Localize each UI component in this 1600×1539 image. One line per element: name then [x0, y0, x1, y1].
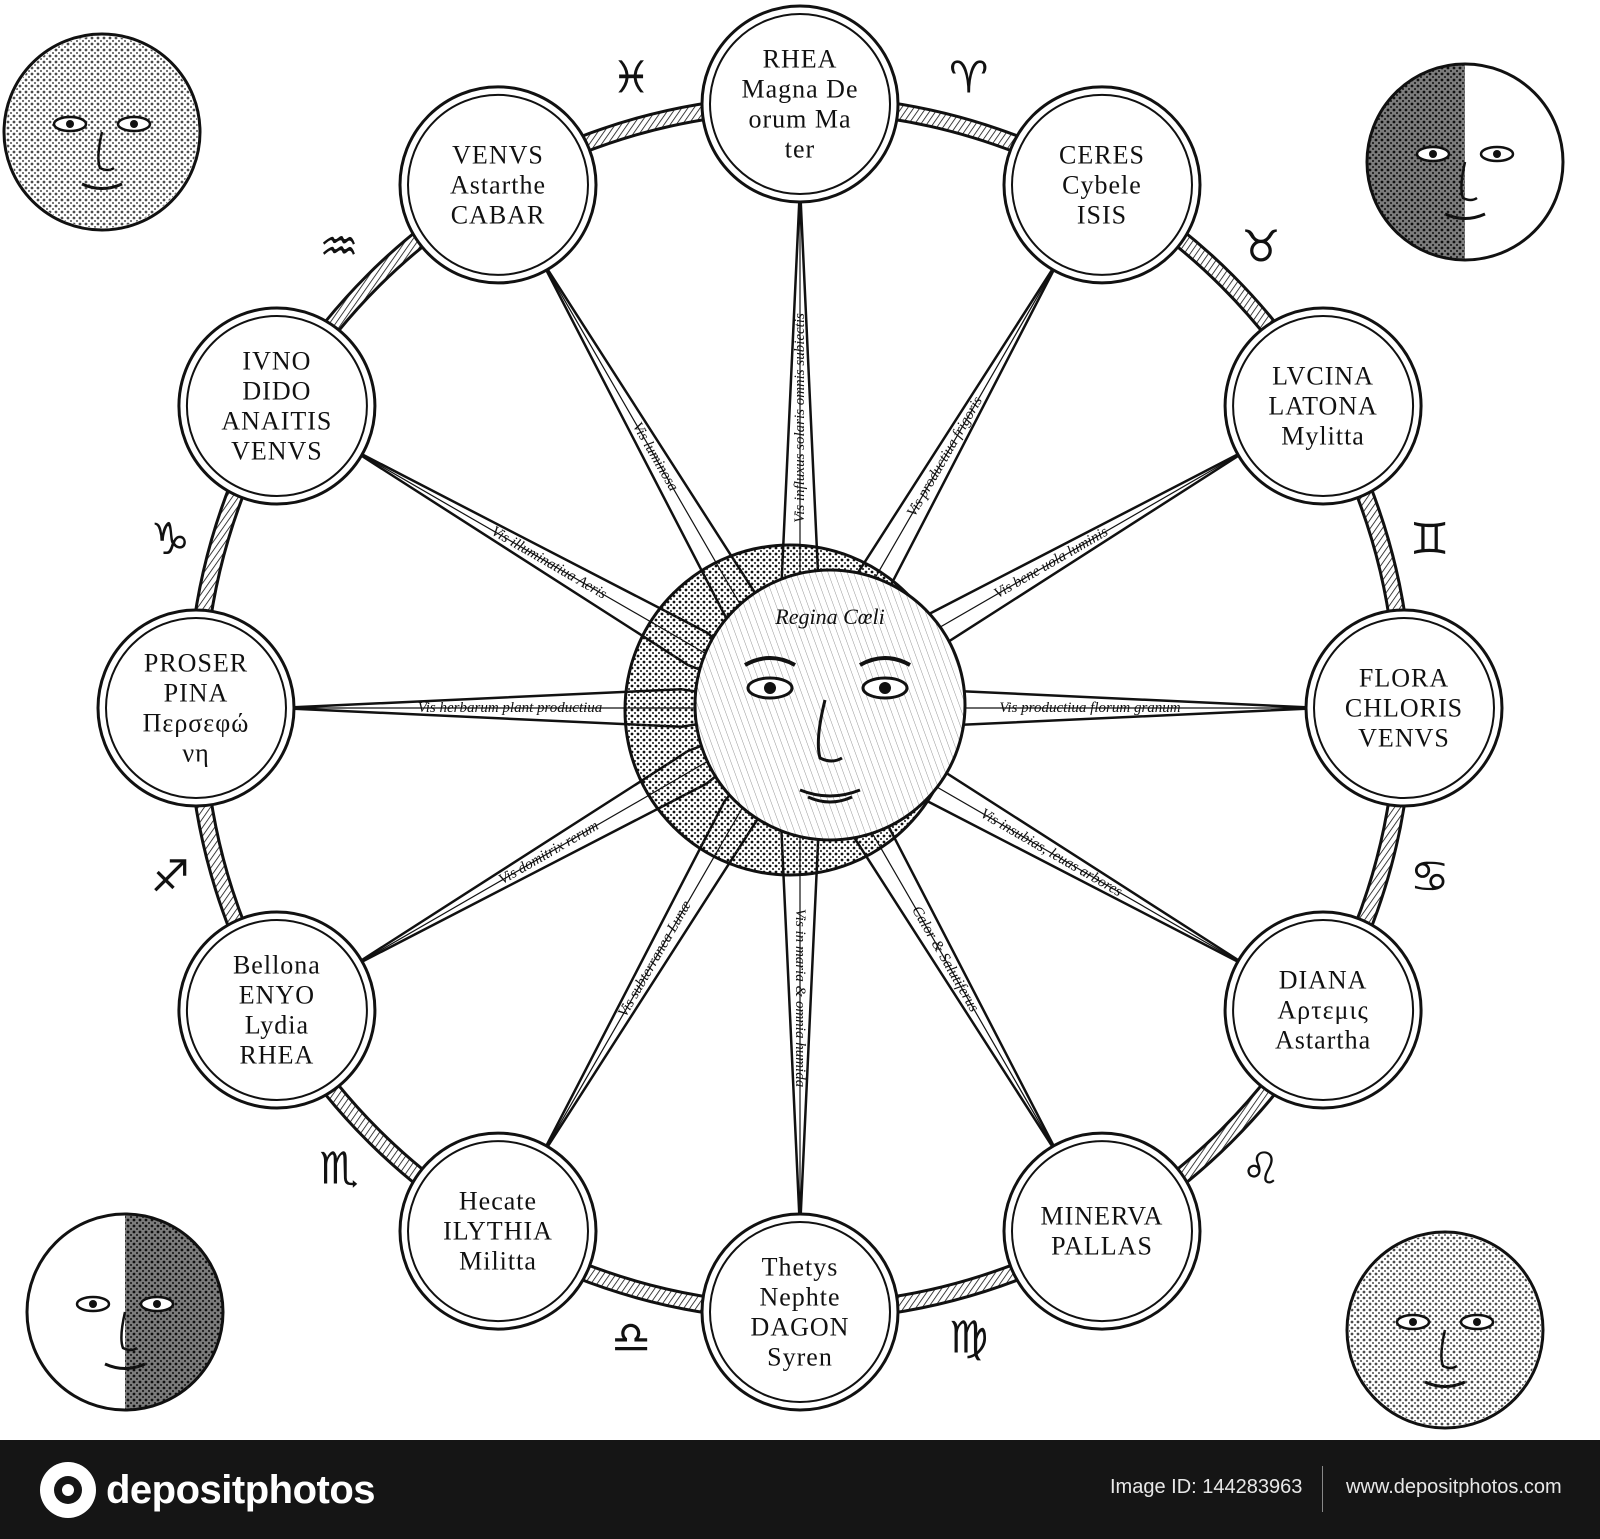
medallion-text: FLORA — [1359, 664, 1449, 693]
logo-text: depositphotos — [106, 1467, 376, 1512]
medallion-text: VENVS — [452, 140, 544, 169]
center-label: Regina Cœli — [774, 604, 884, 629]
medallion-text: RHEA — [763, 45, 838, 74]
medallion-text: Astartha — [1275, 1026, 1371, 1055]
ray-label: Vis herbarum plant productiua — [418, 700, 603, 716]
capricorn-icon: ♑ — [150, 514, 189, 565]
medallion-text: DIANA — [1279, 966, 1368, 995]
image-id-label: Image ID: 144283963 — [1110, 1476, 1303, 1498]
half-moon-face-icon — [1365, 62, 1565, 262]
medallion-text: PINA — [164, 679, 229, 708]
ray-label: Vis productiua frigoris — [904, 394, 986, 520]
medallion-text: Astarthe — [450, 170, 546, 199]
corner-moons — [2, 32, 1565, 1430]
medallion-text: CERES — [1059, 140, 1145, 169]
ray-label: Vis subterranea Lunæ — [615, 898, 695, 1020]
ray-label: Vis insubias, leuas arbores — [977, 806, 1124, 900]
zodiac-signs: ♈ ♉ ♊ ♋ ♌ ♍ ♎ ♏ ♐ ♑ ♒ ♓ — [150, 53, 1449, 1364]
medallion-text: Syren — [767, 1343, 833, 1372]
medallion-text: νη — [182, 739, 209, 768]
aries-icon: ♈ — [949, 53, 988, 104]
medallion-text: VENVS — [1358, 724, 1450, 753]
medallion-text: ANAITIS — [221, 407, 332, 436]
medallion-text: DIDO — [242, 377, 311, 406]
aquarius-icon: ♒ — [319, 221, 358, 272]
site-url-link[interactable]: www.depositphotos.com — [1346, 1476, 1562, 1498]
half-moon-face-icon — [25, 1212, 225, 1412]
ray-label: Vis domitrix rerum — [496, 818, 602, 888]
medallion-text: Magna De — [741, 75, 858, 104]
ray-label: Vis bene uola luminis — [992, 524, 1111, 602]
full-moon-face-icon — [2, 32, 202, 232]
ray-label: Vis in maria & omnia humida — [792, 909, 808, 1087]
ray-label: Vis influxus solaris omnis subiectis — [792, 313, 808, 523]
medallion-text: PALLAS — [1051, 1232, 1153, 1261]
scorpio-icon: ♏ — [319, 1144, 358, 1195]
full-moon-face-icon — [1345, 1230, 1545, 1430]
libra-icon: ♎ — [612, 1312, 651, 1363]
sagittarius-icon: ♐ — [150, 851, 189, 902]
taurus-icon: ♉ — [1241, 221, 1280, 272]
ray-label: Vis illuminatiua Aeris — [488, 523, 609, 602]
footer-bar: depositphotos Image ID: 144283963 www.de… — [0, 1440, 1600, 1539]
medallion-text: ISIS — [1077, 200, 1127, 229]
cancer-icon: ♋ — [1410, 851, 1449, 902]
medallion-text: orum Ma — [748, 105, 851, 134]
medallion-text: Militta — [459, 1247, 537, 1276]
medallion-text: Lydia — [245, 1011, 309, 1040]
medallion-text: DAGON — [751, 1313, 850, 1342]
medallion-text: VENVS — [231, 437, 323, 466]
medallion-text: Nephte — [759, 1283, 840, 1312]
medallion-text: Περσεφώ — [143, 709, 250, 738]
pisces-icon: ♓ — [612, 53, 651, 104]
camera-logo-icon — [40, 1462, 96, 1518]
medallion-text: Mylitta — [1281, 422, 1365, 451]
medallion-text: Hecate — [459, 1187, 537, 1216]
medallion-text: Cybele — [1062, 170, 1142, 199]
depositphotos-logo[interactable]: depositphotos — [40, 1462, 376, 1518]
gemini-icon: ♊ — [1410, 514, 1449, 565]
ray-label: Vis productiua florum granum — [999, 700, 1180, 716]
ray-label: Calor & Salutiferus — [908, 904, 982, 1015]
medallion-text: Thetys — [762, 1253, 839, 1282]
medallion-text: CABAR — [451, 200, 546, 229]
medallion-text: RHEA — [240, 1041, 315, 1070]
virgo-icon: ♍ — [949, 1312, 988, 1363]
leo-icon: ♌ — [1241, 1144, 1280, 1195]
medallion-text: ILYTHIA — [443, 1217, 553, 1246]
medallion-text: ENYO — [239, 981, 315, 1010]
medallion-text: LATONA — [1268, 392, 1378, 421]
central-moon-face-icon — [623, 543, 967, 877]
medallion-text: ter — [785, 135, 815, 164]
footer-divider — [1322, 1466, 1323, 1512]
medallion-text: Bellona — [233, 951, 321, 980]
medallion-text: LVCINA — [1272, 362, 1374, 391]
medallion-text: IVNO — [242, 347, 311, 376]
medallion-text: CHLORIS — [1345, 694, 1463, 723]
medallion-text: MINERVA — [1041, 1202, 1164, 1231]
medallion-text: PROSER — [144, 649, 248, 678]
medallion-text: Αρτεμις — [1277, 996, 1368, 1025]
